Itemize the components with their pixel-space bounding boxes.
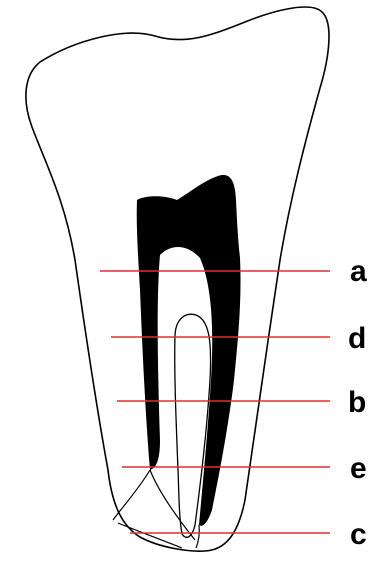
apical-contour-left: [113, 470, 150, 520]
section-label-a: a: [350, 255, 367, 288]
section-label-d: d: [348, 322, 366, 355]
apical-contour-right: [150, 470, 195, 540]
pulp-canal: [137, 175, 241, 526]
apical-contour-lower: [118, 523, 182, 548]
section-label-e: e: [350, 452, 367, 485]
section-label-b: b: [348, 386, 366, 419]
section-label-c: c: [350, 518, 367, 551]
apical-contour-tip: [196, 525, 199, 548]
